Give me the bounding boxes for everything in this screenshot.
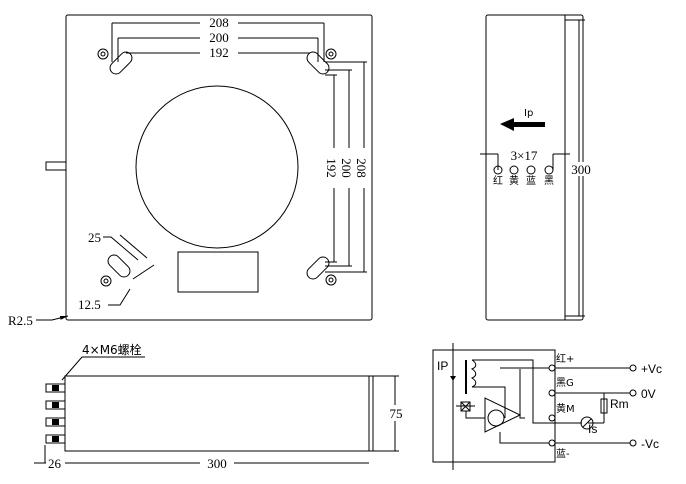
dim-slot-offset: 12.5: [78, 297, 101, 312]
dim-slot-width: 25: [88, 230, 101, 245]
dim-length-300: 300: [207, 456, 227, 471]
terminals: [493, 165, 554, 175]
side-bolt-icon: [45, 161, 67, 171]
label-plate: [177, 251, 259, 293]
dim-height-300: 300: [571, 162, 591, 177]
current-label: Ip: [524, 108, 533, 119]
terminal-black: 黑: [544, 175, 554, 187]
output-plus-vc: +Vc: [641, 362, 662, 376]
resistor-label: Rm: [610, 397, 629, 411]
output-minus-vc: -Vc: [641, 437, 659, 451]
dim-208-v: 208: [354, 158, 369, 178]
terminal-red: 红: [493, 174, 503, 187]
dim-depth-75: 75: [390, 406, 403, 421]
dim-bolt-26: 26: [48, 456, 62, 471]
bolt-note: 4×M6螺栓: [82, 342, 142, 357]
terminal-yellow: 黄: [509, 174, 519, 187]
side-view: 300 Ip 3×17 红 黄 蓝 黑: [480, 14, 593, 321]
terminal-spacing: 3×17: [511, 148, 538, 163]
output-0v: 0V: [641, 387, 656, 401]
dim-corner-radius: R2.5: [8, 313, 33, 328]
center-aperture: [135, 85, 299, 249]
pin-yellow-m: 黄M: [556, 402, 575, 415]
pin-blue-minus: 蓝-: [556, 448, 570, 460]
dim-200-h: 200: [209, 30, 229, 45]
current-arrow-icon: [500, 118, 545, 131]
circuit-diagram: IP 红+ 黑G 黄M 蓝- +Vc 0V -Vc Rm Is: [432, 343, 662, 470]
primary-label: IP: [437, 359, 448, 373]
front-view: 208 200 192 192 200 208 25 12.5 R2.5: [8, 14, 373, 328]
bolts: [45, 383, 66, 444]
mounting-slots: [97, 48, 337, 287]
dim-192-h: 192: [209, 45, 229, 60]
pin-black-g: 黑G: [556, 377, 574, 389]
bottom-view: 75 4×M6螺栓 300 26: [34, 342, 404, 471]
terminal-blue: 蓝: [526, 175, 536, 187]
dim-208-h: 208: [209, 15, 229, 30]
meter-label: Is: [588, 422, 597, 436]
pin-red-plus: 红+: [556, 352, 574, 365]
dim-192-v: 192: [324, 158, 339, 178]
dim-200-v: 200: [339, 158, 354, 178]
